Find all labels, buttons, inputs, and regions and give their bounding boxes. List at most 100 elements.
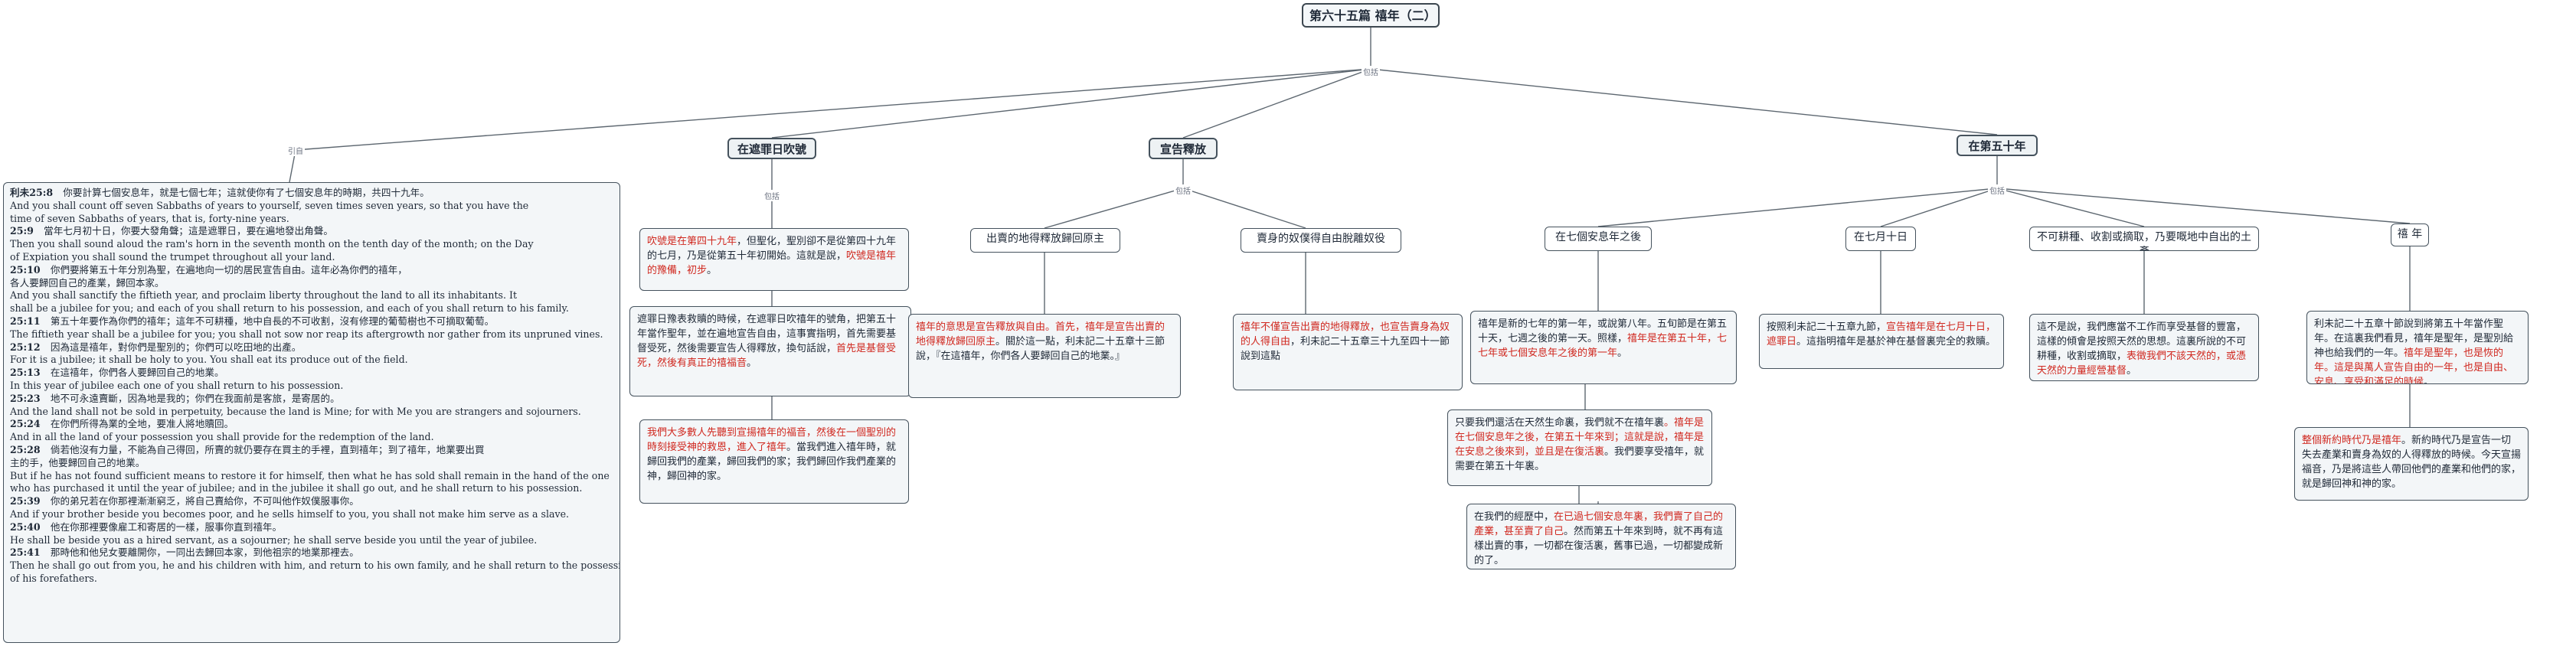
- b2-note-2: 禧年不僅宣告出賣的地得釋放，也宣告賣身為奴的人得自由，利未記二十五章三十九至四十…: [1233, 314, 1463, 390]
- verse-line: 25:10 你們要將第五十年分別為聖，在遍地向一切的居民宣告自由。這年必為你們的…: [10, 264, 613, 277]
- b3-topic-3[interactable]: 不可耕種、收割或摘取，乃要嘅地中自出的土產: [2029, 227, 2259, 251]
- verse-text-en: who has purchased it until the year of j…: [10, 482, 583, 494]
- verse-line: 25:24 在你們所得為業的全地，要准人將地贖回。: [10, 418, 613, 431]
- verse-text-zh: 因為這是禧年，對你們是聖別的；你們可以吃田地的出產。: [50, 341, 302, 353]
- connector-label: 包括: [1174, 184, 1192, 196]
- verse-ref: 25:10: [10, 263, 51, 276]
- b3-note-4: 按照利未記二十五章九節，宣告禧年是在七月十日，遮罪日。這指明禧年是基於神在基督裏…: [1759, 314, 2004, 369]
- verse-ref: 25:41: [10, 546, 51, 559]
- b3-note-6: 利未記二十五章十節說到將第五十年當作聖年。在這裏我們看見，禧年是聖年，是聖別給神…: [2306, 311, 2529, 384]
- verse-text-zh: 地不可永遠賣斷，因為地是我的；你們在我面前是客旅，是寄居的。: [50, 392, 340, 404]
- verse-text-zh: 當年七月初十日，你要大發角聲；這是遮罪日，要在遍地發出角聲。: [44, 225, 333, 237]
- connector-label: 包括: [763, 190, 781, 201]
- b3-note-3: 在我們的經歷中，在已過七個安息年裏，我們賣了自己的產業，甚至賣了自己。然而第五十…: [1466, 504, 1736, 569]
- verse-text-en: And if your brother beside you becomes p…: [10, 507, 570, 520]
- verse-text-en: For it is a jubilee; it shall be holy to…: [10, 354, 408, 366]
- verse-line: 利未25:8 你要計算七個安息年，就是七個七年；這就使你有了七個安息年的時期，共…: [10, 187, 613, 200]
- verse-line: And you shall count off seven Sabbaths o…: [10, 200, 613, 213]
- verse-text-en: Then he shall go out from you, he and hi…: [10, 560, 620, 572]
- verse-line: 25:41 那時他和他兒女要離開你，一同出去歸回本家，到他祖宗的地業那裡去。: [10, 546, 613, 560]
- b3-topic-1[interactable]: 在七個安息年之後: [1545, 227, 1652, 251]
- verse-line: In this year of jubilee each one of you …: [10, 380, 613, 393]
- verse-line: And in all the land of your possession y…: [10, 431, 613, 444]
- b1-note-1: 吹號是在第四十九年，但聖化，聖別卻不是從第四十九年的七月，乃是從第五十年初開始。…: [639, 228, 909, 291]
- b2-note-1: 禧年的意思是宣告釋放與自由。首先，禧年是宣告出賣的地得釋放歸回原主。關於這一點，…: [908, 314, 1181, 398]
- verse-ref: 25:28: [10, 443, 51, 455]
- verse-text-en: And the land shall not be sold in perpet…: [10, 405, 581, 417]
- verse-text-zh: 在這禧年，你們各人要歸回自己的地業。: [50, 367, 224, 379]
- verse-line: 25:13 在這禧年，你們各人要歸回自己的地業。: [10, 367, 613, 380]
- verse-line: But if he has not found sufficient means…: [10, 470, 613, 483]
- connector-label: 包括: [1362, 66, 1380, 77]
- verse-line: 25:9 當年七月初十日，你要大發角聲；這是遮罪日，要在遍地發出角聲。: [10, 225, 613, 238]
- verse-line: 各人要歸回自己的產業，歸回本家。: [10, 277, 613, 290]
- b3-note-7: 整個新約時代乃是禧年。新約時代乃是宣告一切失去產業和賣身為奴的人得釋放的時候。今…: [2294, 427, 2529, 501]
- verse-text-zh: 各人要歸回自己的產業，歸回本家。: [10, 276, 165, 289]
- b1-note-2: 遮罪日豫表救贖的時候，在遮罪日吹禧年的號角，把第五十年當作聖年，並在遍地宣告自由…: [629, 306, 911, 396]
- verse-ref: 25:9: [10, 225, 44, 237]
- connector-label: 包括: [1988, 184, 2006, 196]
- branch-title-b3[interactable]: 在第五十年: [1957, 135, 2038, 156]
- verse-text-zh: 倘若他沒有力量，不能為自己得回，所賣的就仍要存在買主的手裡，直到禧年；到了禧年，…: [50, 443, 485, 455]
- scripture-verses: 利未25:8 你要計算七個安息年，就是七個七年；這就使你有了七個安息年的時期，共…: [3, 182, 620, 643]
- verse-text-zh: 那時他和他兒女要離開你，一同出去歸回本家，到他祖宗的地業那裡去。: [50, 546, 359, 559]
- b2-topic-1[interactable]: 出賣的地得釋放歸回原主: [970, 228, 1120, 253]
- verse-line: 主的手，他要歸回自己的地業。: [10, 457, 613, 470]
- verse-text-en: time of seven Sabbaths of years, that is…: [10, 212, 289, 224]
- verse-line: Then you shall sound aloud the ram's hor…: [10, 238, 613, 251]
- b1-note-3: 我們大多數人先聽到宣揚禧年的福音，然後在一個聖別的時刻接受神的救恩，進入了禧年。…: [639, 419, 909, 504]
- verse-line: 25:11 第五十年要作為你們的禧年；這年不可耕種，地中自長的不可收割，沒有修理…: [10, 315, 613, 328]
- verse-text-en: of his forefathers.: [10, 572, 97, 584]
- verse-text-en: The fiftieth year shall be a jubilee for…: [10, 328, 603, 340]
- verse-line: And if your brother beside you becomes p…: [10, 508, 613, 521]
- b2-topic-2[interactable]: 賣身的奴僕得自由脫離奴役: [1241, 228, 1401, 253]
- verse-line: 25:39 你的弟兄若在你那裡漸漸窮乏，將自己賣給你，不可叫他作奴僕服事你。: [10, 495, 613, 508]
- verse-ref: 25:24: [10, 418, 51, 430]
- verse-ref: 25:13: [10, 367, 51, 379]
- verse-line: who has purchased it until the year of j…: [10, 482, 613, 495]
- verse-line: And the land shall not be sold in perpet…: [10, 406, 613, 419]
- verse-line: time of seven Sabbaths of years, that is…: [10, 213, 613, 226]
- b3-topic-2[interactable]: 在七月十日: [1845, 227, 1916, 251]
- verse-text-zh: 你們要將第五十年分別為聖，在遍地向一切的居民宣告自由。這年必為你們的禧年，: [50, 263, 407, 276]
- verse-ref: 25:12: [10, 341, 51, 353]
- verse-line: And you shall sanctify the fiftieth year…: [10, 289, 613, 302]
- verse-text-en: And you shall sanctify the fiftieth year…: [10, 289, 518, 302]
- verse-text-zh: 在你們所得為業的全地，要准人將地贖回。: [50, 418, 234, 430]
- verse-text-zh: 你要計算七個安息年，就是七個七年；這就使你有了七個安息年的時期，共四十九年。: [63, 187, 430, 198]
- verse-text-zh: 他在你那裡要像雇工和寄居的一樣，服事你直到禧年。: [50, 520, 283, 533]
- verse-text-en: Then you shall sound aloud the ram's hor…: [10, 238, 534, 250]
- verse-line: Then he shall go out from you, he and hi…: [10, 560, 619, 573]
- connector-label: 引自: [286, 145, 305, 156]
- verse-ref: 25:23: [10, 392, 51, 404]
- branch-title-b2[interactable]: 宣告釋放: [1149, 138, 1218, 159]
- verse-text-en: of Expiation you shall sound the trumpet…: [10, 250, 335, 263]
- verse-line: For it is a jubilee; it shall be holy to…: [10, 354, 613, 367]
- verse-ref: 25:11: [10, 315, 51, 327]
- b3-note-2: 只要我們還活在天然生命裏，我們就不在禧年裏。禧年是在七個安息年之後，在第五十年來…: [1447, 409, 1712, 486]
- verse-line: 25:23 地不可永遠賣斷，因為地是我的；你們在我面前是客旅，是寄居的。: [10, 393, 613, 406]
- verse-text-zh: 第五十年要作為你們的禧年；這年不可耕種，地中自長的不可收割，沒有修理的葡萄樹也不…: [50, 315, 495, 327]
- verse-text-en: shall be a jubilee for you; and each of …: [10, 302, 569, 315]
- verse-line: 25:40 他在你那裡要像雇工和寄居的一樣，服事你直到禧年。: [10, 521, 613, 534]
- root-title[interactable]: 第六十五篇 禧年（二）: [1302, 3, 1440, 28]
- verse-line: He shall be beside you as a hired servan…: [10, 534, 613, 547]
- b3-note-5: 這不是說，我們應當不工作而享受基督的豐富，這樣的傾會是按照天然的思想。這裏所說的…: [2029, 314, 2259, 381]
- verse-text-zh: 你的弟兄若在你那裡漸漸窮乏，將自己賣給你，不可叫他作奴僕服事你。: [50, 495, 359, 507]
- verse-line: of Expiation you shall sound the trumpet…: [10, 251, 613, 264]
- branch-title-b1[interactable]: 在遮罪日吹號: [727, 138, 816, 159]
- verse-text-en: He shall be beside you as a hired servan…: [10, 533, 538, 546]
- b3-topic-4[interactable]: 禧 年: [2391, 223, 2429, 246]
- verse-text-en: And you shall count off seven Sabbaths o…: [10, 199, 529, 211]
- verse-text-en: And in all the land of your possession y…: [10, 431, 434, 443]
- verse-ref: 25:40: [10, 520, 51, 533]
- verse-line: 25:12 因為這是禧年，對你們是聖別的；你們可以吃田地的出產。: [10, 341, 613, 354]
- verse-ref: 25:39: [10, 495, 51, 507]
- verse-text-zh: 主的手，他要歸回自己的地業。: [10, 456, 145, 468]
- verse-text-en: But if he has not found sufficient means…: [10, 469, 610, 481]
- verse-line: 25:28 倘若他沒有力量，不能為自己得回，所賣的就仍要存在買主的手裡，直到禧年…: [10, 444, 613, 457]
- b3-note-1: 禧年是新的七年的第一年，或說第八年。五旬節是在第五十天，七週之後的第一天。照樣，…: [1470, 311, 1737, 384]
- verse-line: shall be a jubilee for you; and each of …: [10, 302, 613, 315]
- verse-line: The fiftieth year shall be a jubilee for…: [10, 328, 613, 341]
